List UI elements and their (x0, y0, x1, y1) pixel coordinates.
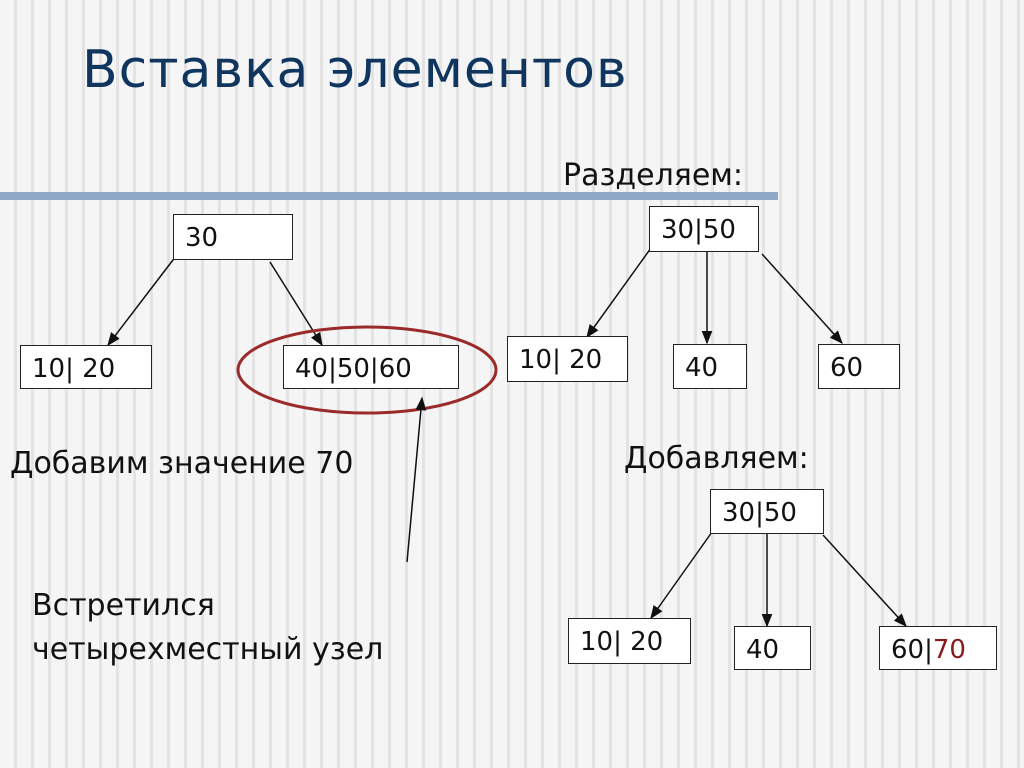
t2-right-text: 60 (830, 353, 864, 383)
t3-left-node: 10| 20 (568, 618, 691, 664)
t3-right-node: 60|70 (879, 626, 997, 670)
t2-left-text: 10| 20 (519, 345, 603, 375)
t1-right-node: 40|50|60 (283, 345, 459, 389)
edge-t3-root-left (650, 531, 713, 620)
t3-root-text: 30|50 (722, 498, 797, 528)
title-divider (0, 192, 778, 200)
four-node-line-2: четырехместный узел (32, 632, 384, 667)
t2-root-text: 30|50 (661, 215, 736, 245)
t2-root-node: 30|50 (649, 206, 759, 252)
t3-right-text-a: 60| (891, 635, 933, 665)
t3-left-text: 10| 20 (580, 627, 664, 657)
t3-root-node: 30|50 (710, 489, 824, 534)
edge-t2-root-right (761, 253, 843, 345)
t2-mid-node: 40 (673, 344, 747, 389)
t2-mid-text: 40 (685, 353, 719, 383)
t3-right-new-value: 70 (932, 635, 966, 665)
four-node-line-1: Встретился (32, 588, 215, 623)
t3-mid-text: 40 (746, 635, 780, 665)
four-node-label: Встретился четырехместный узел (32, 584, 383, 672)
t3-mid-node: 40 (734, 626, 811, 670)
edge-t2-root-left (586, 247, 652, 339)
add-value-label: Добавим значение 70 (10, 446, 354, 481)
edge-t1-root-right (269, 261, 323, 347)
t1-root-text: 30 (185, 223, 219, 253)
t1-right-text: 40|50|60 (295, 354, 412, 384)
t2-right-node: 60 (818, 344, 900, 389)
add-heading: Добавляем: (624, 441, 809, 476)
t1-left-node: 10| 20 (20, 345, 152, 389)
t1-left-text: 10| 20 (32, 354, 116, 384)
pointer-arrow (406, 396, 427, 563)
edge-t1-root-left (107, 255, 177, 347)
slide-title: Вставка элементов (82, 40, 628, 100)
split-heading: Разделяем: (563, 158, 744, 193)
t1-root-node: 30 (173, 214, 293, 260)
edge-t3-root-right (822, 534, 907, 627)
t2-left-node: 10| 20 (507, 336, 628, 382)
